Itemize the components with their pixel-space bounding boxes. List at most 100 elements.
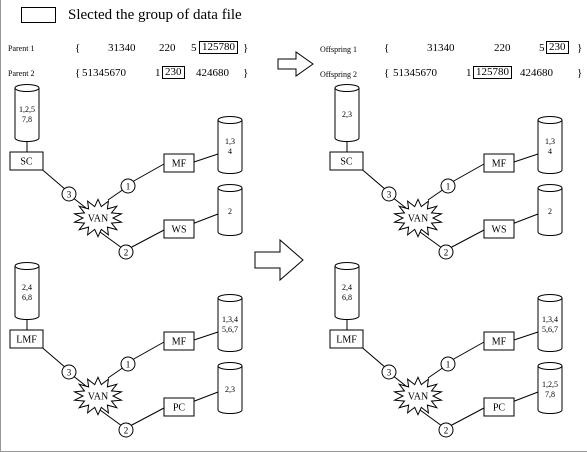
before-bottom-port-mf: 1 <box>120 356 136 372</box>
before-bottom-port-mf-label: 1 <box>126 360 131 370</box>
before-bottom-db-lmf-label: 2,4 <box>22 283 32 292</box>
after-top-port-ws: 2 <box>438 244 454 260</box>
offspring-1-open-brace: { <box>384 42 390 54</box>
after-top-port-ws-label: 2 <box>444 248 449 258</box>
after-top-line-ws-db <box>511 213 539 225</box>
before-bottom-mf-node-label: MF <box>172 337 187 348</box>
after-bottom-van-node: VAN <box>392 376 444 416</box>
parent-1-value-1: 31340 <box>108 42 136 54</box>
before-top-mf-node: MF <box>163 153 195 173</box>
before-top-line-van-port-ws <box>99 231 123 249</box>
before-bottom-line-pc-db <box>191 391 219 403</box>
before-bottom-db-pc-label: 2,3 <box>225 385 235 394</box>
offspring-2-close-brace: } <box>577 67 583 79</box>
before-top-db-mf: 1,34 <box>217 116 243 174</box>
after-top-line-mf-db <box>513 153 539 163</box>
after-bottom-db-lmf: 2,46,8 <box>334 262 360 320</box>
offspring-1-value-2: 220 <box>494 42 511 54</box>
after-bottom-mf-node-label: MF <box>492 337 507 348</box>
before-top-line-ws-db <box>191 213 219 225</box>
before-top-port-ws: 2 <box>118 244 134 260</box>
after-bottom-db-pc-label: 7,8 <box>545 390 555 399</box>
after-top-db-sc-label: 2,3 <box>342 110 352 119</box>
after-bottom-port-mf: 1 <box>440 356 456 372</box>
after-bottom-port-pc-label: 2 <box>444 426 449 436</box>
after-bottom-port-lmf-label: 3 <box>387 368 392 378</box>
offspring-1-value-4-selected: 230 <box>546 41 569 54</box>
before-bottom-port-pc: 2 <box>118 422 134 438</box>
before-bottom-line-port-pc <box>129 407 165 427</box>
offspring-1-close-brace: } <box>577 42 583 54</box>
after-bottom-line-van-port-mf <box>427 366 445 379</box>
offspring-1-value-3: 5 <box>539 42 545 54</box>
offspring-2-value-2: 1 <box>466 67 472 79</box>
before-top-db-mf-label: 1,3 <box>225 137 235 146</box>
before-bottom-line-port-mf <box>131 341 165 361</box>
network-after: 2,3SC3VAN1MF1,342WS22,46,8LMF3VAN1MF1,3,… <box>329 84 563 438</box>
network-before: 1,2,57,8SC3VAN1MF1,342WS22,46,8LMF3VAN1M… <box>9 84 243 438</box>
after-bottom-lmf-node-label: LMF <box>336 335 357 346</box>
after-top-mf-node: MF <box>483 153 515 173</box>
after-top-db-mf-label: 4 <box>548 147 552 156</box>
parent-2-value-1: 51345670 <box>82 67 126 79</box>
before-top-van-node-label: VAN <box>88 214 108 225</box>
after-top-port-mf: 1 <box>440 178 456 194</box>
parent-1-open-brace: { <box>75 42 81 54</box>
before-top-db-mf-label: 4 <box>228 147 232 156</box>
before-bottom-lmf-node: LMF <box>9 329 44 349</box>
legend-caption: Slected the group of data file <box>68 7 242 23</box>
parent-2-label: Parent 2 <box>8 69 35 78</box>
after-bottom-db-mf-label: 1,3,4 <box>542 315 558 324</box>
crossover-arrow-icon <box>277 51 314 77</box>
after-top-sc-node-label: SC <box>340 157 353 168</box>
parent-1-close-brace: } <box>243 42 249 54</box>
after-bottom-db-lmf-label: 6,8 <box>342 293 352 302</box>
offspring-1-value-1: 31340 <box>427 42 455 54</box>
after-top-line-port-ws <box>449 229 485 249</box>
before-top-line-port-mf <box>131 163 165 183</box>
before-bottom-pc-node-label: PC <box>173 403 186 414</box>
after-bottom-port-mf-label: 1 <box>446 360 451 370</box>
after-bottom-pc-node-label: PC <box>493 403 506 414</box>
after-bottom-mf-node: MF <box>483 331 515 351</box>
parent-1-value-3: 5 <box>191 42 197 54</box>
before-top-port-mf: 1 <box>120 178 136 194</box>
after-bottom-pc-node: PC <box>483 397 515 417</box>
before-top-db-ws: 2 <box>217 184 243 236</box>
after-top-sc-node: SC <box>329 151 364 171</box>
offspring-2-label: Offspring 2 <box>320 70 357 79</box>
after-top-mf-node-label: MF <box>492 159 507 170</box>
before-bottom-db-pc: 2,3 <box>217 362 243 414</box>
before-bottom-db-lmf: 2,46,8 <box>14 262 40 320</box>
after-top-line-port-mf <box>451 163 485 183</box>
offspring-1-label: Offspring 1 <box>320 45 357 54</box>
before-top-db-ws-label: 2 <box>228 207 232 216</box>
before-top-van-node: VAN <box>72 198 124 238</box>
before-bottom-port-lmf: 3 <box>61 364 77 380</box>
parent-2-open-brace: { <box>75 67 81 79</box>
after-bottom-van-node-label: VAN <box>408 392 428 403</box>
before-bottom-port-pc-label: 2 <box>124 426 129 436</box>
after-top-db-mf: 1,34 <box>537 116 563 174</box>
before-bottom-line-van-port-mf <box>107 366 125 379</box>
before-bottom-pc-node: PC <box>163 397 195 417</box>
after-top-ws-node-label: WS <box>492 225 507 236</box>
after-top-db-ws-label: 2 <box>548 207 552 216</box>
before-bottom-van-node-label: VAN <box>88 392 108 403</box>
before-top-line-port-ws <box>129 229 165 249</box>
legend-box-swatch <box>21 7 56 23</box>
after-top-port-mf-label: 1 <box>446 182 451 192</box>
before-bottom-line-van-port-pc <box>99 409 123 427</box>
before-top-sc-node-label: SC <box>20 157 33 168</box>
after-top-port-sc: 3 <box>381 186 397 202</box>
after-bottom-db-mf-label: 5,6,7 <box>542 325 558 334</box>
before-top-port-ws-label: 2 <box>124 248 129 258</box>
after-bottom-line-mf-db <box>513 331 539 341</box>
after-bottom-db-pc-label: 1,2,5 <box>542 380 558 389</box>
after-top-db-sc: 2,3 <box>334 84 360 142</box>
parent-1-label: Parent 1 <box>8 44 35 53</box>
after-top-port-sc-label: 3 <box>387 190 392 200</box>
parent-2-close-brace: } <box>243 67 249 79</box>
before-bottom-db-mf: 1,3,45,6,7 <box>217 294 243 352</box>
